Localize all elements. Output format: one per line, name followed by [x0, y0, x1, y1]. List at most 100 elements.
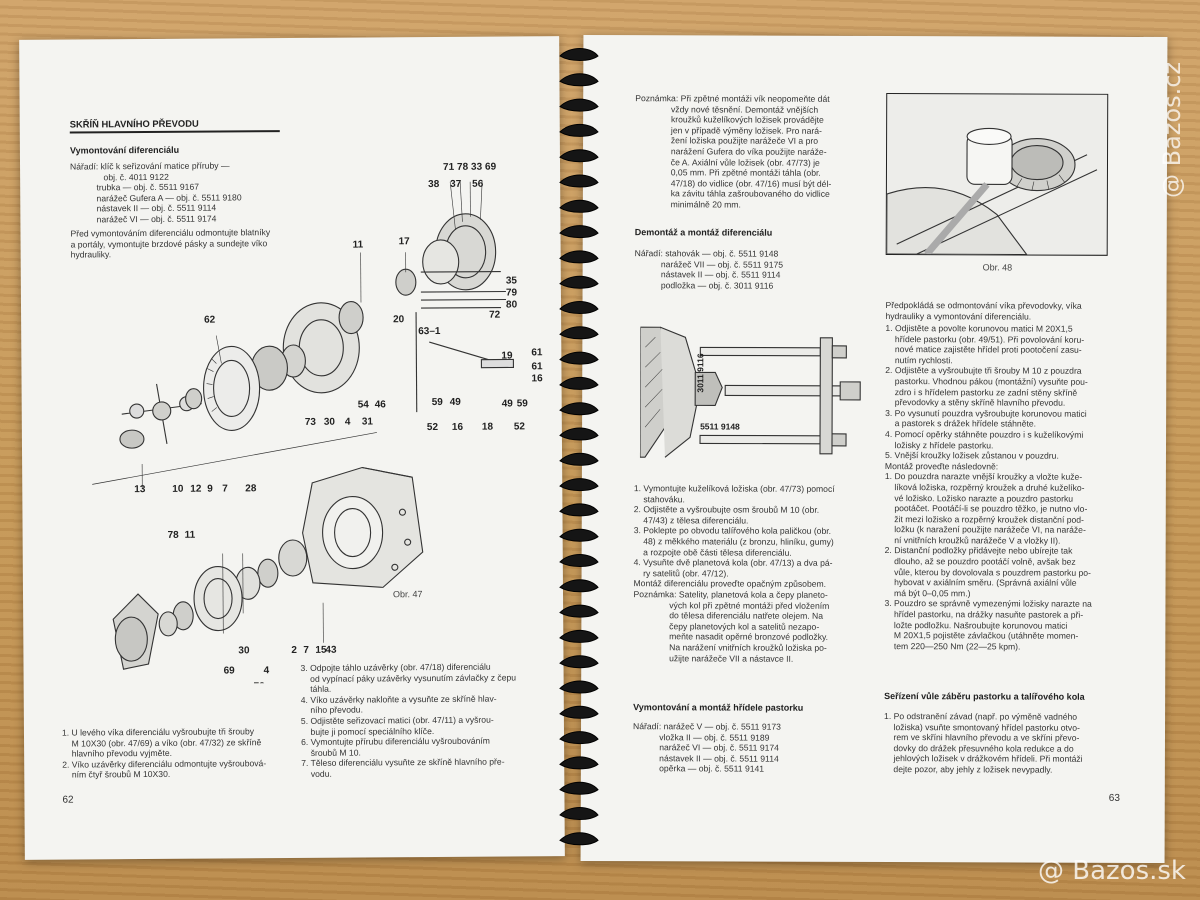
callout-number: 30 [238, 645, 250, 656]
text-line: narážeč VI — obj. č. 5511 9174 [632, 742, 779, 753]
callout-number: 63–1 [418, 326, 441, 337]
callout-number: 46 [375, 399, 387, 410]
binding-ring [559, 275, 599, 289]
callout-number: 19 [501, 350, 513, 361]
callout-number: 61 [531, 347, 543, 358]
callout-number: 16 [452, 422, 464, 433]
figure-47-caption: Obr. 47 [392, 589, 423, 600]
figure-48-caption: Obr. 48 [982, 262, 1013, 273]
text-line: vodu. [301, 768, 332, 779]
binding-ring [559, 579, 599, 593]
callout-number: 73 [305, 417, 317, 428]
steps-1-and-2: 1. U levého víka diferenciálu vyšroubujt… [62, 726, 266, 780]
callout-number: 49 [450, 397, 462, 408]
binding-ring [559, 680, 599, 694]
callout-number: 10 [172, 484, 184, 495]
text-line: nutím rychlosti. [885, 354, 953, 366]
text-line: pastorku. Vhodnou pákou (montážní) vysuň… [885, 376, 1088, 387]
text-line: Nářadí: stahovák — obj. č. 5511 9148 [634, 248, 779, 259]
text-line: 2. Víko uzávěrky diferenciálu odmontujte… [62, 757, 267, 770]
text-line: 1. Do pouzdra narazte vnější kroužky a v… [884, 471, 1083, 483]
text-line: Montáž diferenciálu proveďte opačným způ… [633, 578, 827, 590]
text-line: narážeč VII — obj. č. 5511 9175 [634, 258, 784, 270]
puller-label-vertical: 3011 9116 [695, 353, 706, 393]
binding-ring [559, 427, 599, 441]
callout-number: 69 [224, 665, 236, 676]
text-line: 7. Těleso diferenciálu vysuňte ze skříně… [301, 756, 505, 769]
text-line: stahováku. [633, 493, 685, 504]
callout-number: 7 [303, 645, 309, 656]
text-line: če A. Axiální vůle ložisek (obr. 47/73) … [634, 156, 820, 168]
text-line: dejte pozor, aby jehly z ložisek nevypad… [883, 764, 1053, 775]
callout-number: 61 [531, 361, 543, 372]
text-line: ry satelitů (obr. 47/12). [633, 567, 729, 579]
text-line: ložisky z hřídele pastorku. [884, 439, 994, 450]
text-line: 1. Vymontujte kuželíková ložiska (obr. 4… [633, 483, 835, 494]
callout-number: 80 [506, 299, 518, 310]
text-line: tem 220—250 Nm (22—25 kpm). [884, 640, 1021, 652]
binding-ring [559, 731, 599, 745]
heading-gear-backlash: Seřízení vůle záběru pastorku a talířové… [884, 691, 1085, 702]
binding-ring [559, 832, 599, 846]
callout-number: 62 [204, 315, 216, 326]
text-line: líková ložiska, rozpěrný kroužek a druhé… [884, 481, 1085, 493]
text-line: dovky do drážek přesuvného kola redukce … [883, 742, 1074, 754]
callout-number: 11 [353, 239, 364, 250]
pinion-steps: 1. Odjistěte a povolte korunovou matici … [884, 323, 1092, 652]
binding-ring [559, 351, 599, 365]
binding-ring [559, 781, 599, 795]
text-line: užijte narážeče VII a nástavce II. [633, 652, 794, 664]
binding-ring [559, 376, 599, 390]
differential-tools-list: Nářadí: stahovák — obj. č. 5511 9148 nar… [635, 248, 784, 291]
text-line: žení ložiska použijte narážeče VI a pro [635, 135, 819, 147]
text-line: vůle, kterou by dovolovala s pouzdrem pa… [884, 566, 1091, 578]
text-line: ložku (k naražení použijte narážeče VI, … [884, 524, 1086, 536]
text-line: Montáž proveďte následovně: [884, 460, 999, 472]
text-line: narážení Gufera do víka použijte naráže- [635, 146, 827, 157]
text-line: minimálně 20 mm. [634, 199, 741, 210]
binding-ring [559, 250, 599, 264]
text-line: Na narážení vnitřních kroužků ložiska po… [633, 642, 827, 653]
callout-number: 35 [506, 275, 518, 286]
text-line: čepy planetových kol a satelitů nezapo- [633, 620, 820, 632]
text-line: 3. Po vysunutí pouzdra vyšroubujte korun… [885, 407, 1087, 419]
hammer-illustration [886, 127, 1098, 256]
text-line: hybovat v axiálním směru. (Správná axiál… [884, 577, 1077, 588]
callout-number: 43 [325, 645, 337, 656]
text-line: 2. Distanční podložky přidávejte nebo ub… [884, 545, 1073, 557]
text-line: od vypínací páky uzávěrky vysunutím závl… [300, 672, 517, 684]
callout-number: 11 [185, 530, 196, 541]
pinion-tools-list: Nářadí: narážeč V — obj. č. 5511 9173 vl… [633, 721, 781, 774]
callout-number: 9 [207, 484, 213, 495]
text-line: kroužků kuželíkových ložisek provádějte [635, 114, 824, 126]
watermark-horizontal: @ Bazos.sk [1037, 856, 1186, 886]
text-line: jen v případě výměny ložisek. Pro nará- [635, 124, 822, 136]
text-line: 3. Pouzdro se správně vymezenými ložisky… [884, 598, 1092, 610]
callout-number: 12 [190, 484, 202, 495]
text-line: ka závitu táhla zašroubovaného do vidlic… [634, 188, 830, 200]
callout-number: 4 [345, 417, 351, 428]
callout-number: 52 [427, 422, 439, 433]
steps-3-to-7: 3. Odpojte táhlo uzávěrky (obr. 47/18) d… [301, 661, 517, 779]
text-line: 4. Vysuňte dvě planetová kola (obr. 47/1… [633, 557, 833, 569]
callout-number: 54 [358, 399, 370, 410]
text-line: 2. Odjistěte a vyšroubujte osm šroubů M … [633, 504, 820, 515]
callout-number: 16 [531, 373, 543, 384]
text-line: 6. Vymontujte přírubu diferenciálu vyšro… [301, 735, 490, 748]
watermark-vertical: @ Bazos.cz [1158, 61, 1186, 198]
callout-number: 20 [393, 314, 405, 325]
binding-ring [559, 48, 599, 61]
page-number-right: 63 [1108, 792, 1120, 804]
text-line: 48) z měkkého materiálu (z bronzu, hliní… [633, 536, 834, 547]
assembly-note: Poznámka: Při zpětné montáži vík neopome… [635, 93, 832, 210]
figure-48-frame [885, 93, 1109, 256]
callout-number: 28 [245, 483, 257, 494]
puller-label: 5511 9148 [700, 421, 740, 432]
callout-number: 72 [489, 310, 501, 321]
text-line: Předpokládá se odmontování víka převodov… [885, 300, 1082, 311]
callout-number: 31 [362, 416, 374, 427]
callout-number: 78 [168, 530, 180, 541]
text-line: vždy nové těsnění. Demontáž vnějších [635, 103, 819, 115]
binding-ring [559, 123, 599, 137]
